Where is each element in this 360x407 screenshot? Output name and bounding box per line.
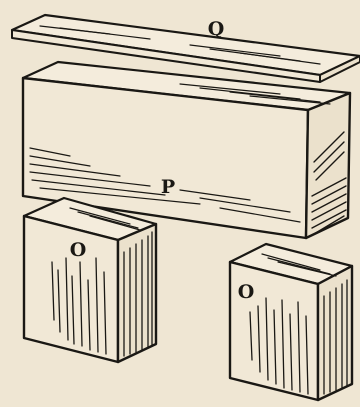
post-left-label: O [70,239,87,261]
board-q-label: Q [208,18,225,40]
post-right: O [230,244,352,400]
block-p-label: P [161,176,175,198]
post-left: O [24,198,156,362]
post-right-label: O [238,281,255,303]
